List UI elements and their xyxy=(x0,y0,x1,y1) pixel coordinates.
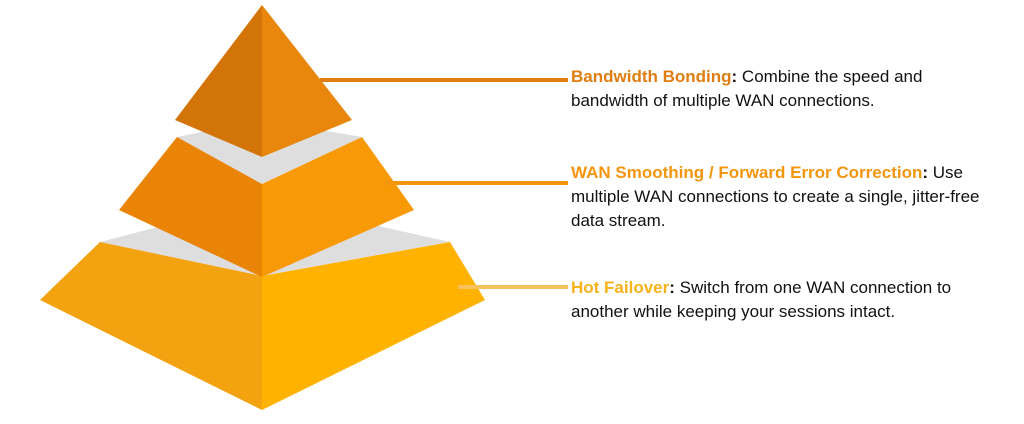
bandwidth-bonding-colon: : xyxy=(731,67,738,86)
hot-failover-text: Hot Failover: Switch from one WAN connec… xyxy=(571,276,1011,324)
bottom-tier-right-face xyxy=(262,242,485,410)
middle-tier-right-face xyxy=(262,137,414,277)
bandwidth-bonding-title: Bandwidth Bonding xyxy=(571,67,732,86)
middle-tier-left-face xyxy=(119,137,262,277)
wan-smoothing-colon: : xyxy=(922,163,929,182)
wan-smoothing-description: Use multiple WAN connections to create a… xyxy=(571,163,980,230)
hot-failover-title: Hot Failover xyxy=(571,278,670,297)
bottom-tier-left-face xyxy=(40,242,262,410)
top-tier-left-face xyxy=(175,5,262,157)
wan-smoothing-text: WAN Smoothing / Forward Error Correction… xyxy=(571,161,1011,233)
top-tier-right-face xyxy=(262,5,352,157)
hot-failover-description: Switch from one WAN connection to anothe… xyxy=(571,278,952,321)
bandwidth-bonding-description: Combine the speed and bandwidth of multi… xyxy=(571,67,923,110)
wan-smoothing-title: WAN Smoothing / Forward Error Correction xyxy=(571,163,923,182)
bandwidth-bonding-text: Bandwidth Bonding: Combine the speed and… xyxy=(571,65,991,113)
hot-failover-colon: : xyxy=(669,278,675,297)
